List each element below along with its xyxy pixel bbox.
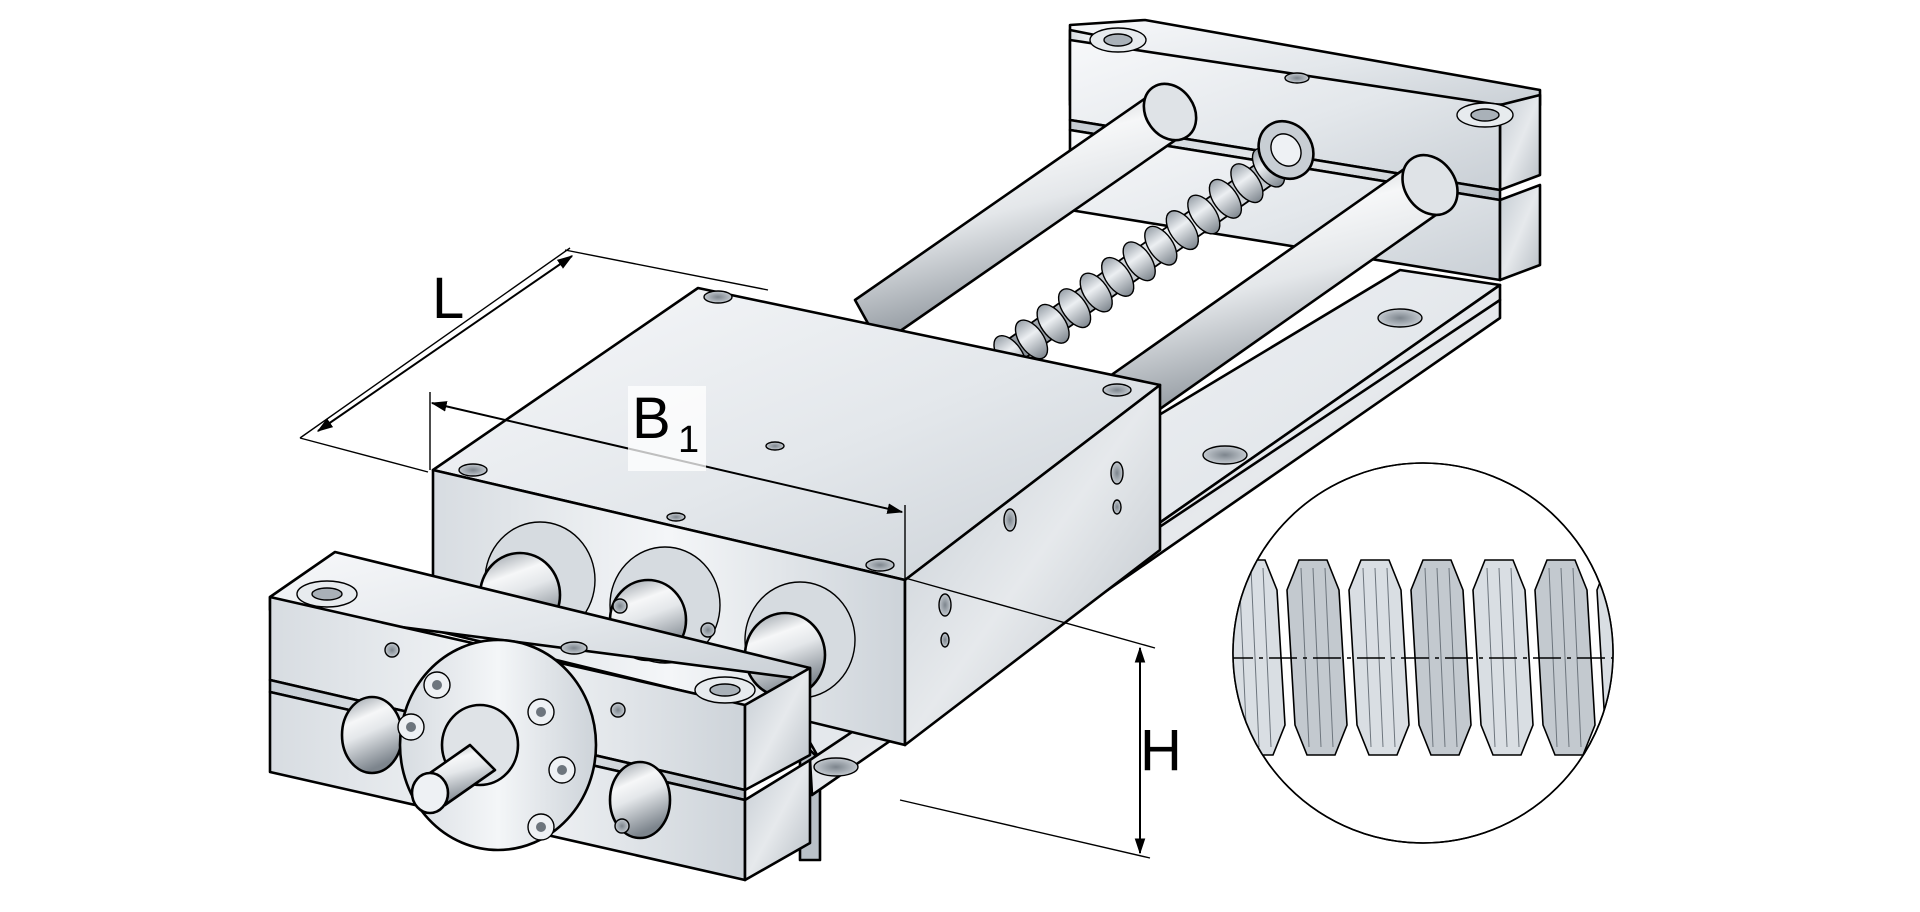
dimension-label-b-subscript: 1 (678, 419, 699, 461)
socket-head-screw-icon (1103, 33, 1133, 47)
socket-head-screw-icon (311, 587, 343, 601)
mounting-hole (666, 512, 686, 522)
socket-head-screw-icon (709, 683, 741, 697)
screw-thread-ridge (1144, 225, 1178, 266)
front-end-block (268, 550, 812, 882)
dimension-L: L (299, 247, 769, 473)
socket-head-screw-icon (1470, 108, 1500, 122)
mounting-hole (703, 290, 733, 304)
lubrication-hole (1003, 508, 1017, 532)
dimension-label-b: B (632, 386, 671, 451)
lubrication-hole (1110, 461, 1124, 485)
thread-flank (1596, 559, 1613, 756)
dimension-label-l: L (432, 266, 464, 331)
dimension-B1: B 1 (429, 386, 906, 580)
screw-thread-ridge (1230, 163, 1264, 204)
dimension-H: H (899, 577, 1182, 859)
guide-rod-left (853, 82, 1198, 347)
dimension-label-h: H (1140, 718, 1182, 783)
mounting-hole (1202, 445, 1248, 465)
screw-thread-ridge (1036, 303, 1070, 344)
screw-thread-ridge (1208, 178, 1243, 219)
thread-shading-line (1635, 568, 1643, 747)
screw-thread-ridge (1122, 241, 1156, 282)
screw-thread-ridge (1187, 194, 1221, 235)
thread-shading-line (1623, 568, 1631, 747)
screw-thread-ridge (1165, 210, 1199, 251)
mounting-hole (1102, 383, 1132, 397)
screw-thread-ridge (1057, 288, 1092, 329)
mounting-hole (458, 463, 488, 477)
lubrication-hole (940, 632, 950, 648)
drive-shaft-end (410, 771, 450, 815)
lubrication-hole (1112, 499, 1122, 515)
mounting-hole (813, 757, 859, 777)
screw-thread-ridge (1014, 319, 1049, 360)
thread-shading-line (1436, 567, 1446, 748)
mounting-hole (865, 558, 895, 572)
thread-shading-line (1250, 567, 1260, 748)
mounting-hole (560, 641, 588, 655)
mounting-hole (765, 441, 785, 451)
mounting-hole (1284, 72, 1310, 84)
thread-detail-icon (1232, 462, 1643, 844)
guide-rod-right (1088, 153, 1459, 432)
screw-thread-ridge (1079, 272, 1113, 313)
mounting-hole (1377, 308, 1423, 328)
screw-thread-ridge (1101, 256, 1135, 297)
ball-screw-icon (993, 119, 1315, 375)
thread-shading-line (1262, 567, 1272, 748)
lubrication-hole (938, 593, 952, 617)
thread-shading-line (1560, 567, 1570, 748)
